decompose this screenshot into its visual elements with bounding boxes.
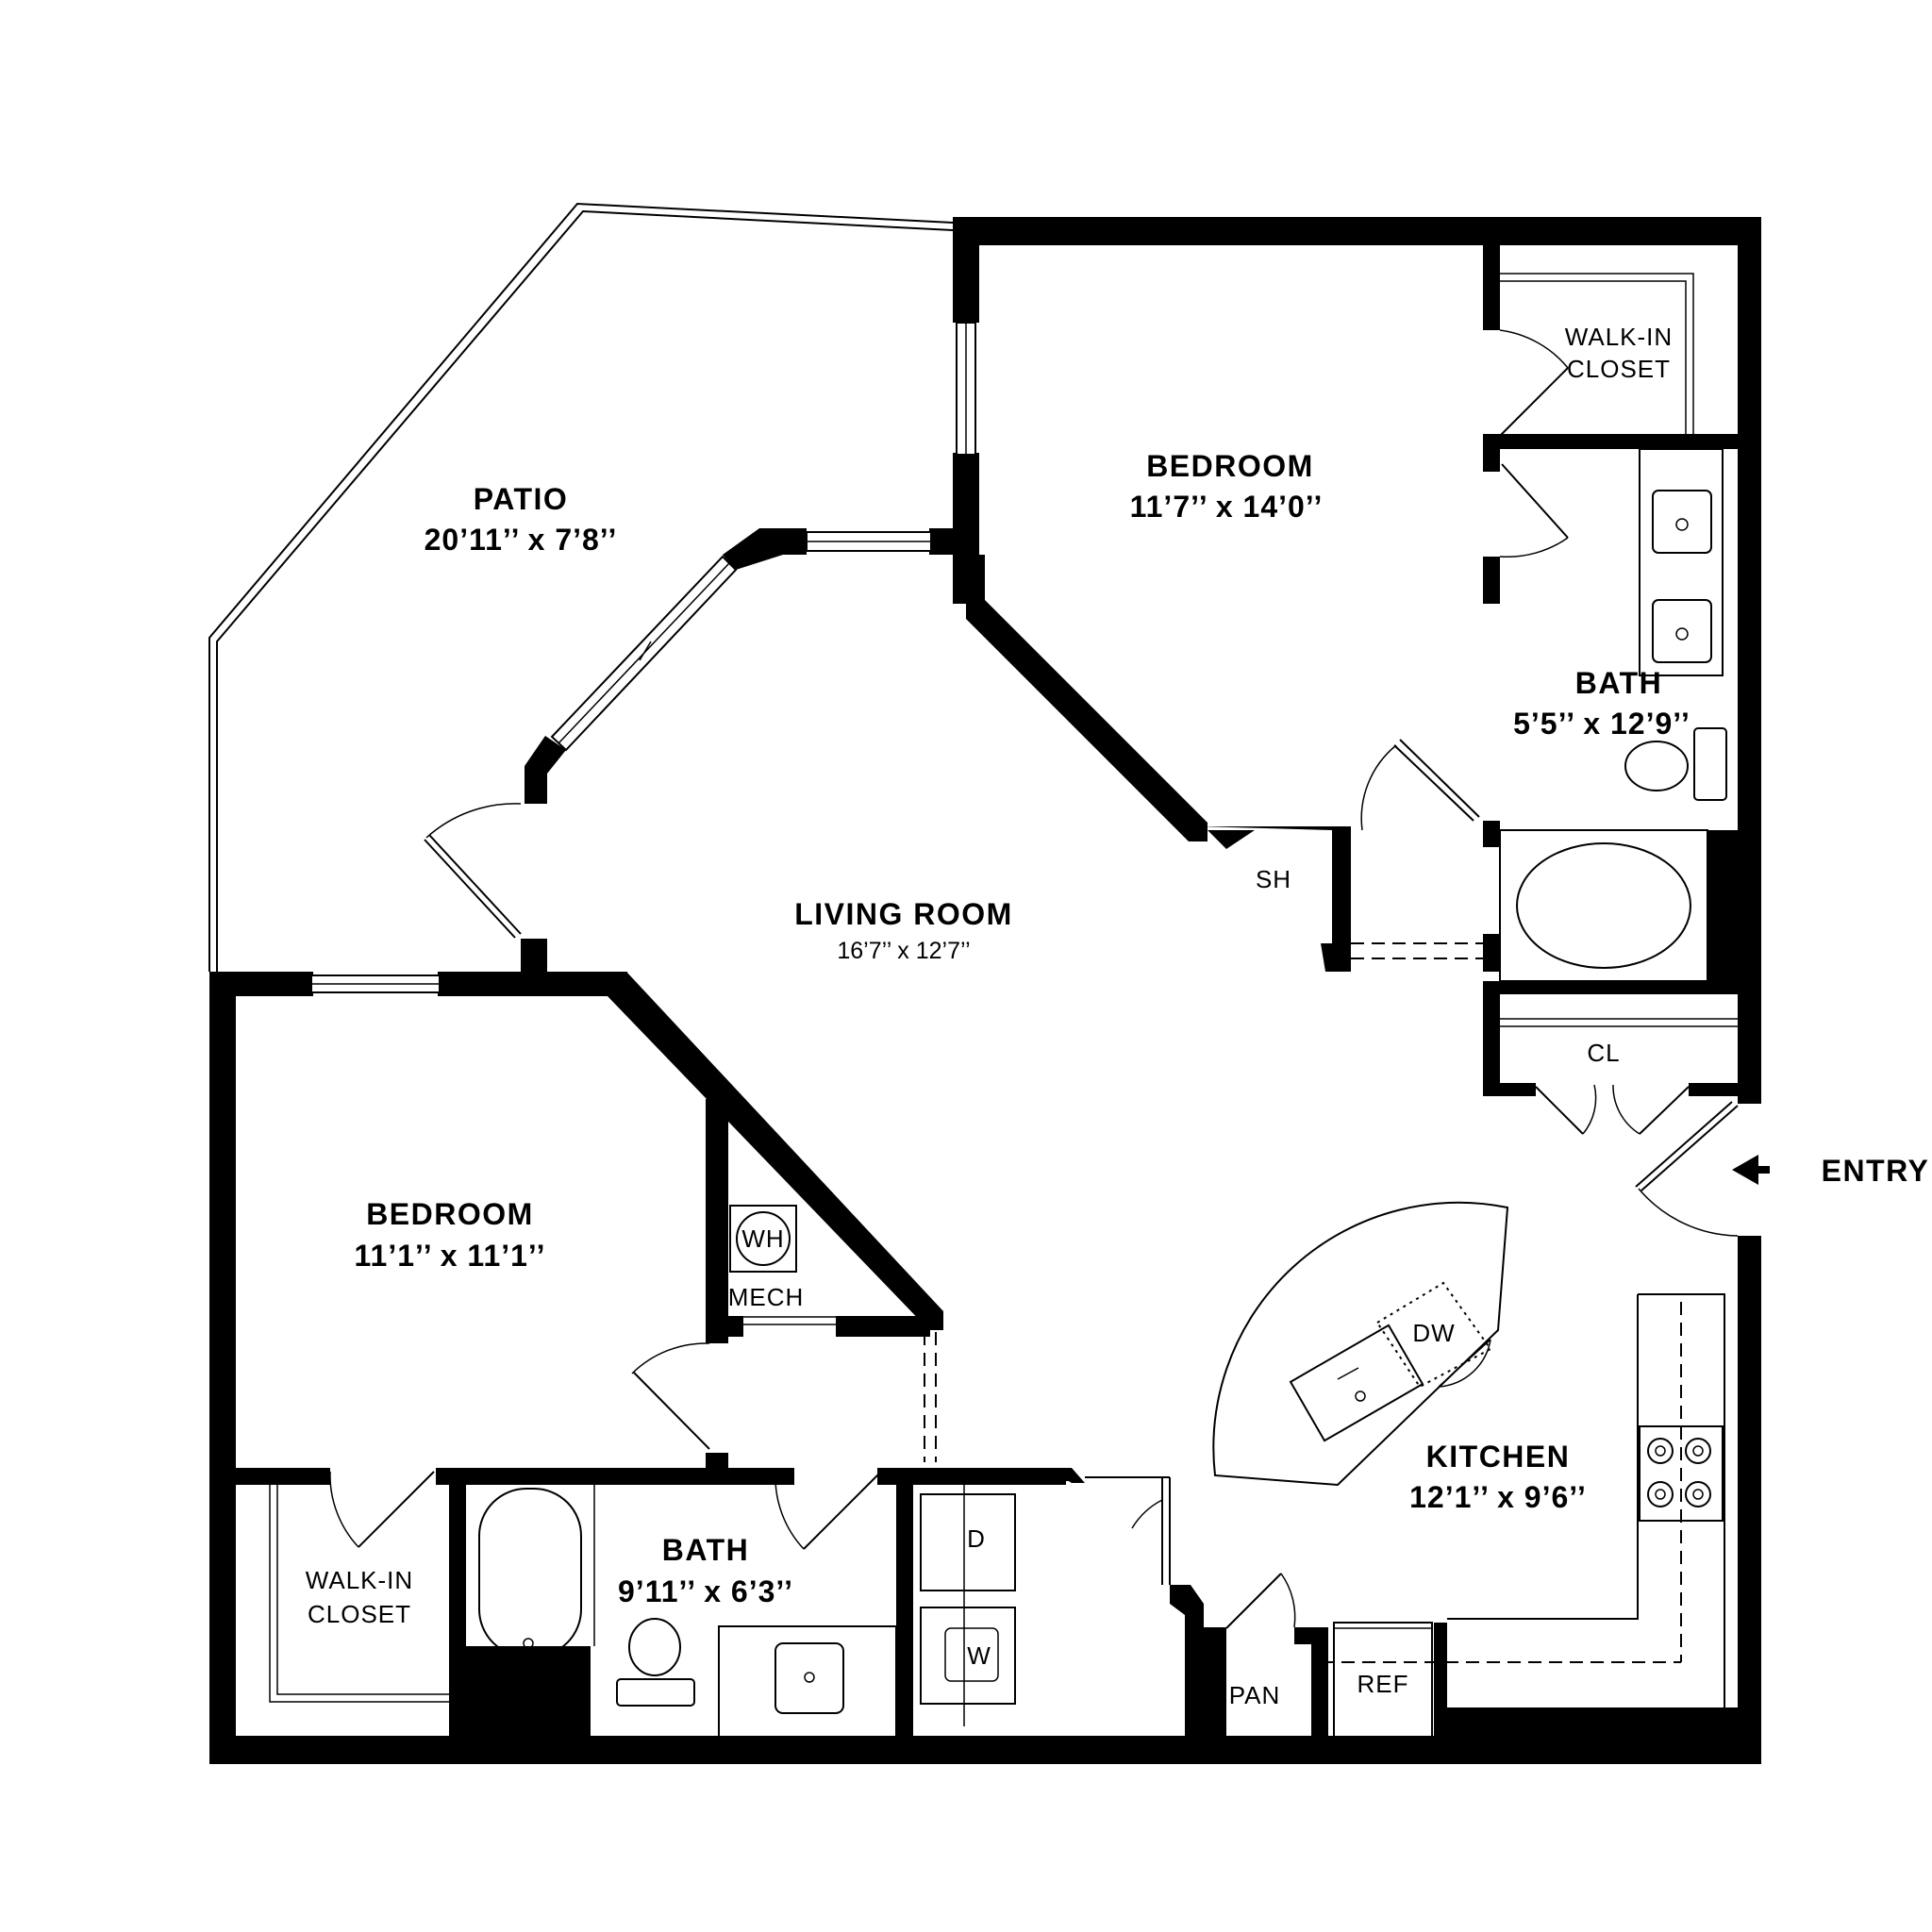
- refrigerator-label: REF: [1357, 1670, 1409, 1698]
- patio-outline: [208, 202, 954, 972]
- shower-label: SH: [1256, 865, 1291, 893]
- master-bedroom-label: BEDROOM: [1146, 449, 1314, 483]
- pantry-label: PAN: [1229, 1681, 1281, 1709]
- doors: [329, 329, 1739, 1629]
- master-closet-shelf: [1500, 273, 1694, 434]
- master-bath-fixtures: [1499, 448, 1727, 982]
- interior-walls: [236, 236, 1740, 1759]
- second-closet-label-1: WALK-IN: [306, 1566, 413, 1594]
- kitchen-dims: 12’1’’ x 9’6’’: [1409, 1480, 1587, 1514]
- dishwasher-label: DW: [1412, 1319, 1455, 1347]
- living-room-dims: 16’7’’ x 12’7’’: [837, 938, 970, 964]
- washer-label: W: [967, 1641, 991, 1670]
- second-bath-fixtures: [478, 1485, 897, 1740]
- entry-label: ENTRY: [1822, 1154, 1930, 1188]
- windows: [310, 322, 976, 993]
- living-room-label: LIVING ROOM: [794, 897, 1013, 931]
- master-bedroom-dims: 11’7’’ x 14’0’’: [1130, 490, 1324, 524]
- second-bedroom-label: BEDROOM: [366, 1197, 534, 1231]
- mech-label: MECH: [728, 1283, 805, 1311]
- water-heater-label: WH: [741, 1224, 784, 1253]
- water-heater: [729, 1205, 797, 1273]
- kitchen-label: KITCHEN: [1426, 1440, 1571, 1474]
- laundry: [920, 1483, 1016, 1726]
- master-bath-label: BATH: [1575, 666, 1663, 700]
- second-bath-dims: 9’11’’ x 6’3’’: [618, 1574, 793, 1608]
- second-bath-label: BATH: [662, 1533, 750, 1567]
- master-closet-label-1: WALK-IN: [1565, 323, 1673, 351]
- arrow-left-icon: [1732, 1155, 1770, 1185]
- pantry-fridge: [1333, 1622, 1433, 1740]
- master-bath-dims: 5’5’’ x 12’9’’: [1513, 707, 1690, 741]
- master-closet-label-2: CLOSET: [1567, 355, 1671, 383]
- closet-label: CL: [1587, 1039, 1620, 1067]
- second-closet-shelf: [269, 1485, 449, 1703]
- kitchen-counters: [1321, 1293, 1725, 1707]
- second-closet-label-2: CLOSET: [308, 1600, 411, 1628]
- patio-label: PATIO: [474, 482, 569, 516]
- dryer-label: D: [967, 1524, 986, 1553]
- second-bedroom-dims: 11’1’’ x 11’1’’: [354, 1239, 545, 1273]
- kitchen-island: [1212, 1201, 1509, 1487]
- patio-dims: 20’11’’ x 7’8’’: [425, 523, 618, 557]
